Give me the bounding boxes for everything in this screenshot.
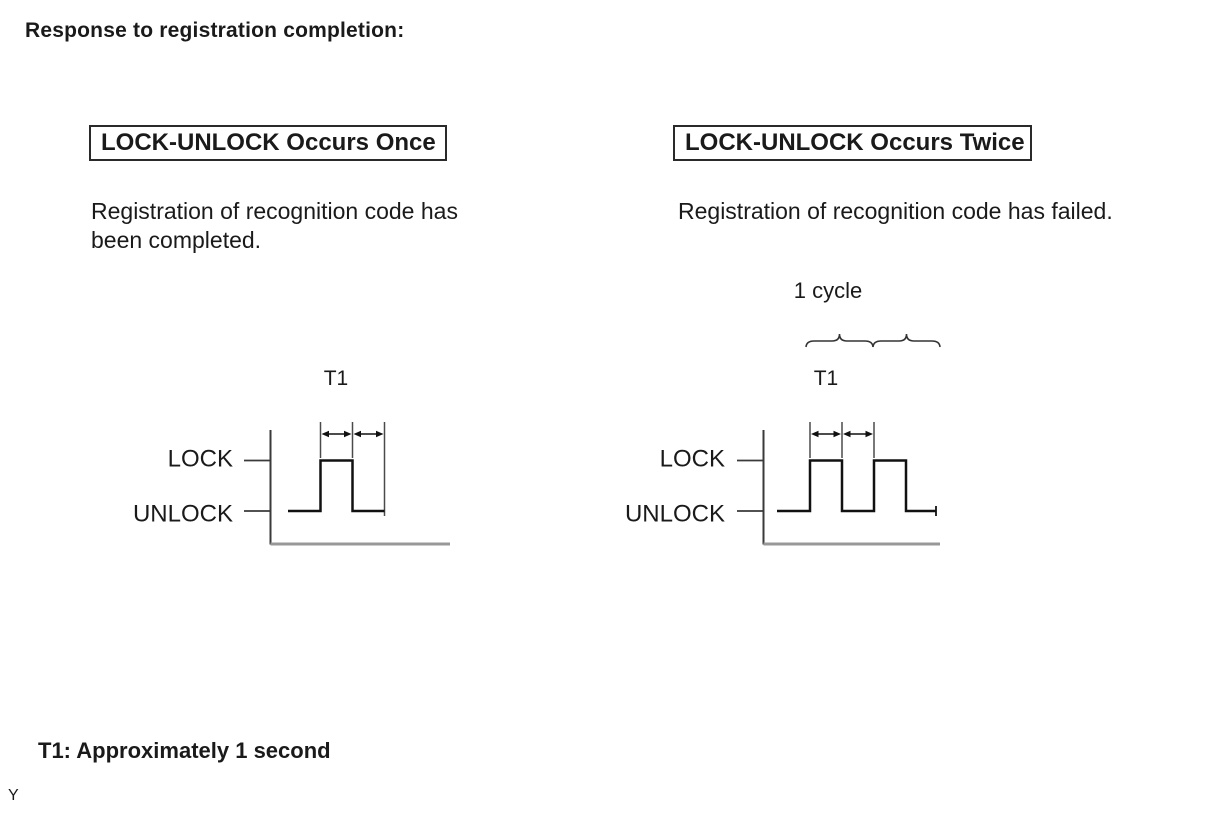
lock-label: LOCK <box>168 446 233 473</box>
right-section-description: Registration of recognition code has fai… <box>678 198 1113 224</box>
right-t1-label: T1 <box>814 367 839 390</box>
left-timing-diagram: T1 LOCK UNLOCK <box>133 367 450 546</box>
arrow-head-right <box>865 430 873 438</box>
unlock-label: UNLOCK <box>625 501 725 528</box>
arrow-head-left <box>811 430 819 438</box>
left-dimension-lines <box>319 422 386 516</box>
left-description-line1: Registration of recognition code has <box>91 198 458 224</box>
waveform <box>288 459 385 513</box>
cycle-braces <box>805 333 941 348</box>
left-description-line2: been completed. <box>91 227 262 253</box>
left-t1-label: T1 <box>324 367 349 390</box>
left-section-header-box: LOCK-UNLOCK Occurs Once <box>89 125 447 161</box>
right-section-header-label: LOCK-UNLOCK Occurs Twice <box>685 129 1025 156</box>
arrow-head-left <box>321 430 329 438</box>
arrow-head-right <box>344 430 352 438</box>
t1-footnote: T1: Approximately 1 second <box>38 738 331 763</box>
page-marker: Y <box>8 787 19 804</box>
lock-label: LOCK <box>660 446 725 473</box>
cycle-label: 1 cycle <box>794 278 862 303</box>
arrow-head-right <box>833 430 841 438</box>
page-title: Response to registration completion: <box>25 19 405 42</box>
right-dimension-arrows <box>811 430 873 438</box>
cycle-brace <box>872 333 941 348</box>
cycle-brace <box>805 333 874 348</box>
right-section-header-box: LOCK-UNLOCK Occurs Twice <box>673 125 1032 161</box>
left-section-header-label: LOCK-UNLOCK Occurs Once <box>101 129 436 156</box>
left-dimension-arrows <box>321 430 384 438</box>
arrow-head-right <box>376 430 384 438</box>
right-timing-diagram: 1 cycle T1 <box>625 278 941 546</box>
arrow-head-left <box>353 430 361 438</box>
unlock-label: UNLOCK <box>133 501 233 528</box>
right-dimension-lines <box>809 422 875 458</box>
waveform <box>777 459 936 513</box>
left-section-description: Registration of recognition code has bee… <box>91 197 458 255</box>
arrow-head-left <box>843 430 851 438</box>
